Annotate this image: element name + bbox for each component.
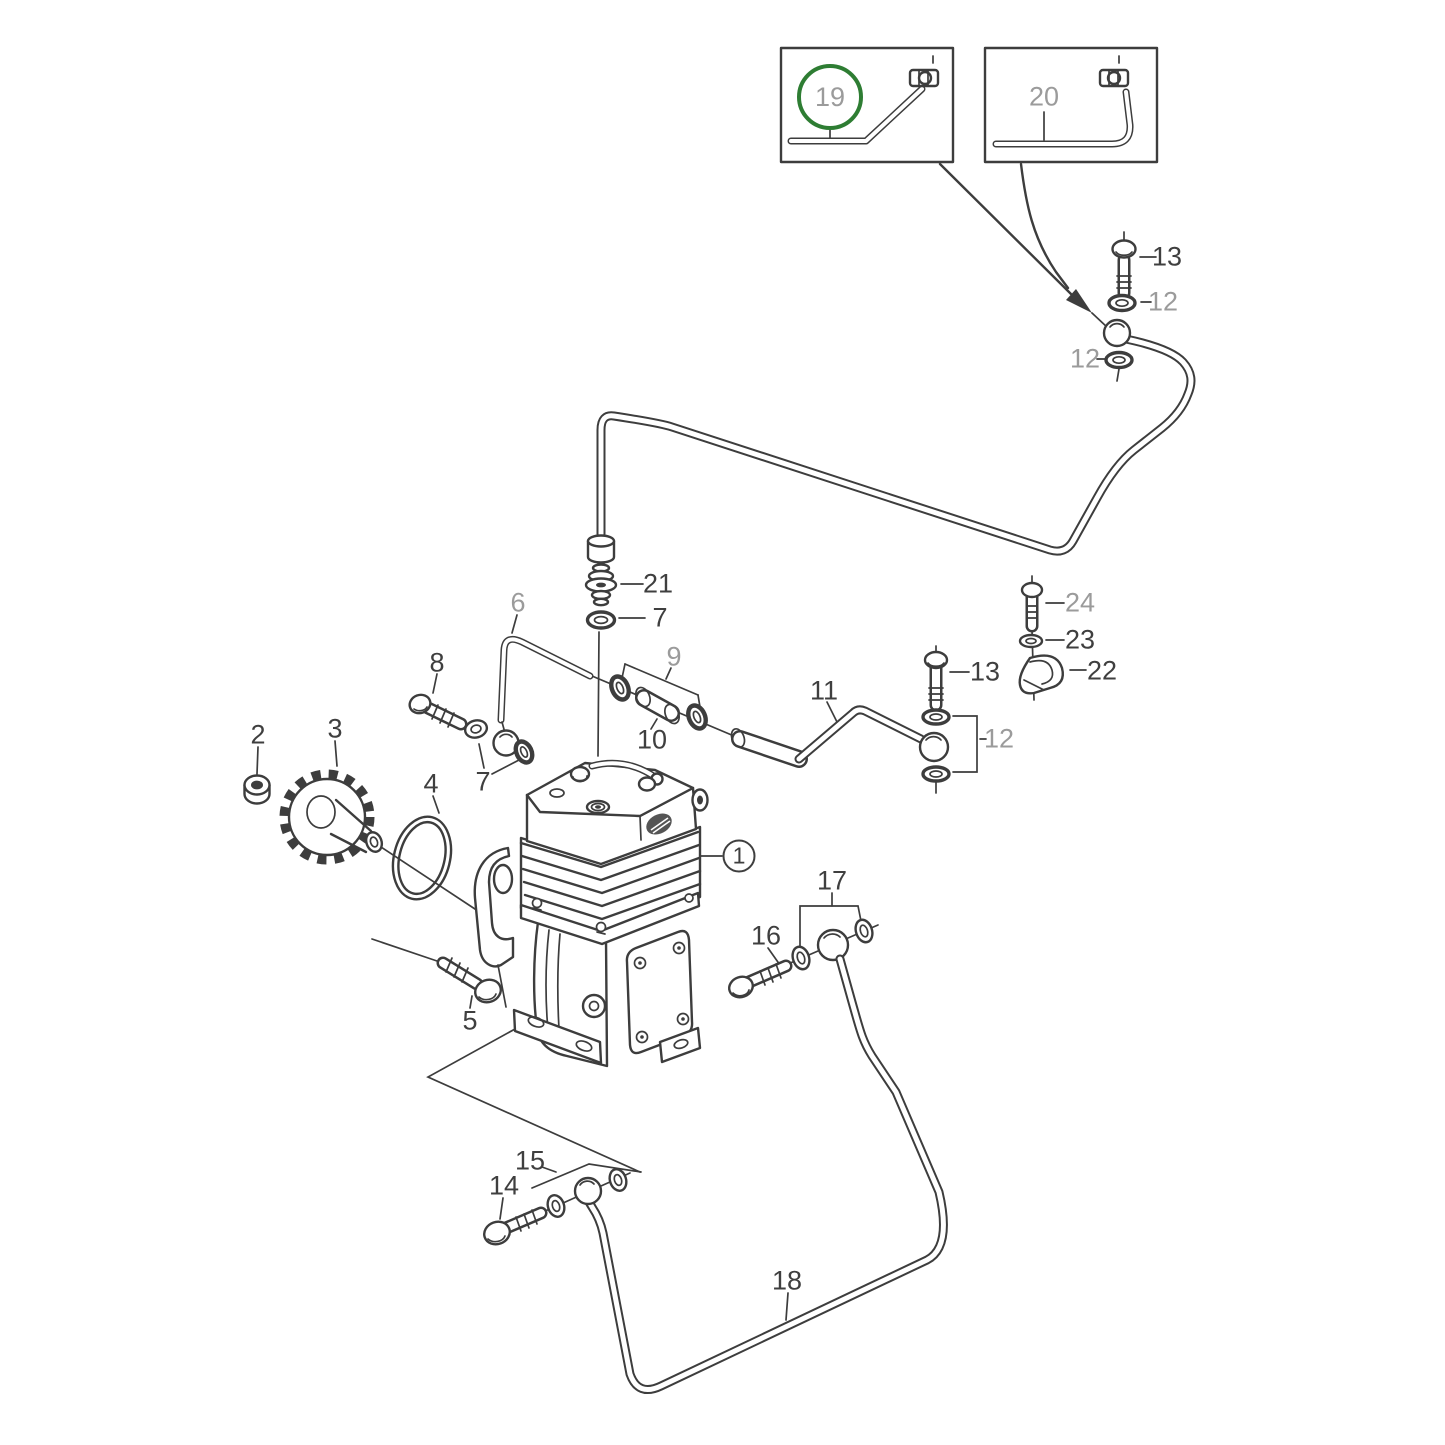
mounting-flange <box>473 846 515 968</box>
variant-pointer-arrows <box>938 162 1109 329</box>
pipe-clip-fitting-icon <box>908 55 940 88</box>
callout-20: 20 <box>1028 81 1060 112</box>
hose-clamp-right <box>686 703 708 731</box>
compressor-body <box>473 759 709 1068</box>
washer-15-right <box>608 1168 628 1192</box>
callout-17: 17 <box>816 865 848 896</box>
washer-7-upper <box>585 610 617 630</box>
connector-21 <box>584 563 618 607</box>
callout-6: 6 <box>510 587 526 618</box>
rear-foot <box>658 1026 702 1064</box>
callout-13-mid: 13 <box>969 656 1001 687</box>
washer-23 <box>1018 633 1044 649</box>
banjo-bolt-13-top <box>1111 239 1137 300</box>
callout-7-upper: 7 <box>652 602 668 633</box>
inset-box-variant-20 <box>983 46 1159 164</box>
hose-clamp-left <box>609 674 631 702</box>
banjo-union-17 <box>816 928 850 962</box>
bolt-14 <box>483 1206 548 1246</box>
callout-10: 10 <box>636 724 668 755</box>
washer-17-right <box>854 918 874 944</box>
callout-18: 18 <box>771 1265 803 1296</box>
callout-16: 16 <box>750 920 782 951</box>
callout-7-lower: 7 <box>475 766 491 797</box>
bolt-5 <box>436 956 502 1004</box>
callout-23: 23 <box>1064 624 1096 655</box>
base-flange <box>512 1008 603 1065</box>
washer-12-mid-lower <box>921 765 951 783</box>
pipe-6 <box>492 635 594 765</box>
washer-15-left <box>546 1194 566 1218</box>
washer-7-lower <box>463 719 489 739</box>
pipe-18 <box>581 954 948 1394</box>
elbow-washer <box>513 739 535 765</box>
nut-2 <box>243 774 271 805</box>
discharge-pipe <box>596 334 1196 556</box>
callout-14: 14 <box>488 1170 520 1201</box>
inset-box-variant-19 <box>779 46 955 164</box>
bolt-8 <box>408 693 468 731</box>
callout-8: 8 <box>429 647 445 678</box>
callout-3: 3 <box>327 713 343 744</box>
pipe-clamp-22 <box>1018 654 1064 695</box>
banjo-union-11 <box>918 731 950 763</box>
banjo-bolt-13-mid <box>923 650 949 712</box>
callout-5: 5 <box>462 1005 478 1036</box>
washer-12-mid-upper <box>921 708 951 726</box>
callout-2: 2 <box>250 719 266 750</box>
callout-9: 9 <box>666 641 682 672</box>
callout-15: 15 <box>514 1145 546 1176</box>
hose-10 <box>635 686 680 725</box>
pipe-clip-fitting-icon <box>1098 55 1130 88</box>
banjo-union-top <box>1102 318 1132 348</box>
lug-hole <box>581 993 607 1019</box>
callout-21: 21 <box>642 568 674 599</box>
arrowhead <box>1066 289 1092 313</box>
o-ring-4 <box>391 815 453 901</box>
callout-12-left: 12 <box>1069 343 1101 374</box>
washer-12-top <box>1107 293 1137 313</box>
callout-12-top: 12 <box>1147 286 1179 317</box>
banjo-union-15 <box>573 1176 603 1206</box>
bolt-16 <box>728 959 793 999</box>
head-nut-right <box>637 776 657 792</box>
callout-4: 4 <box>423 768 439 799</box>
callout-22: 22 <box>1086 655 1118 686</box>
callout-12-mid: 12 <box>983 723 1015 754</box>
drive-gear-3 <box>279 769 384 865</box>
washer-12-under <box>1104 350 1134 370</box>
callout-24: 24 <box>1064 587 1096 618</box>
pipe-11 <box>730 705 926 768</box>
callout-11: 11 <box>809 675 839 706</box>
bolt-24 <box>1020 581 1044 633</box>
washer-17-left <box>791 945 811 971</box>
callout-19: 19 <box>797 64 863 130</box>
pipe-nut <box>586 534 616 564</box>
cooling-fins <box>519 830 702 921</box>
callout-13-top: 13 <box>1151 241 1183 272</box>
callout-1: 1 <box>722 839 756 873</box>
